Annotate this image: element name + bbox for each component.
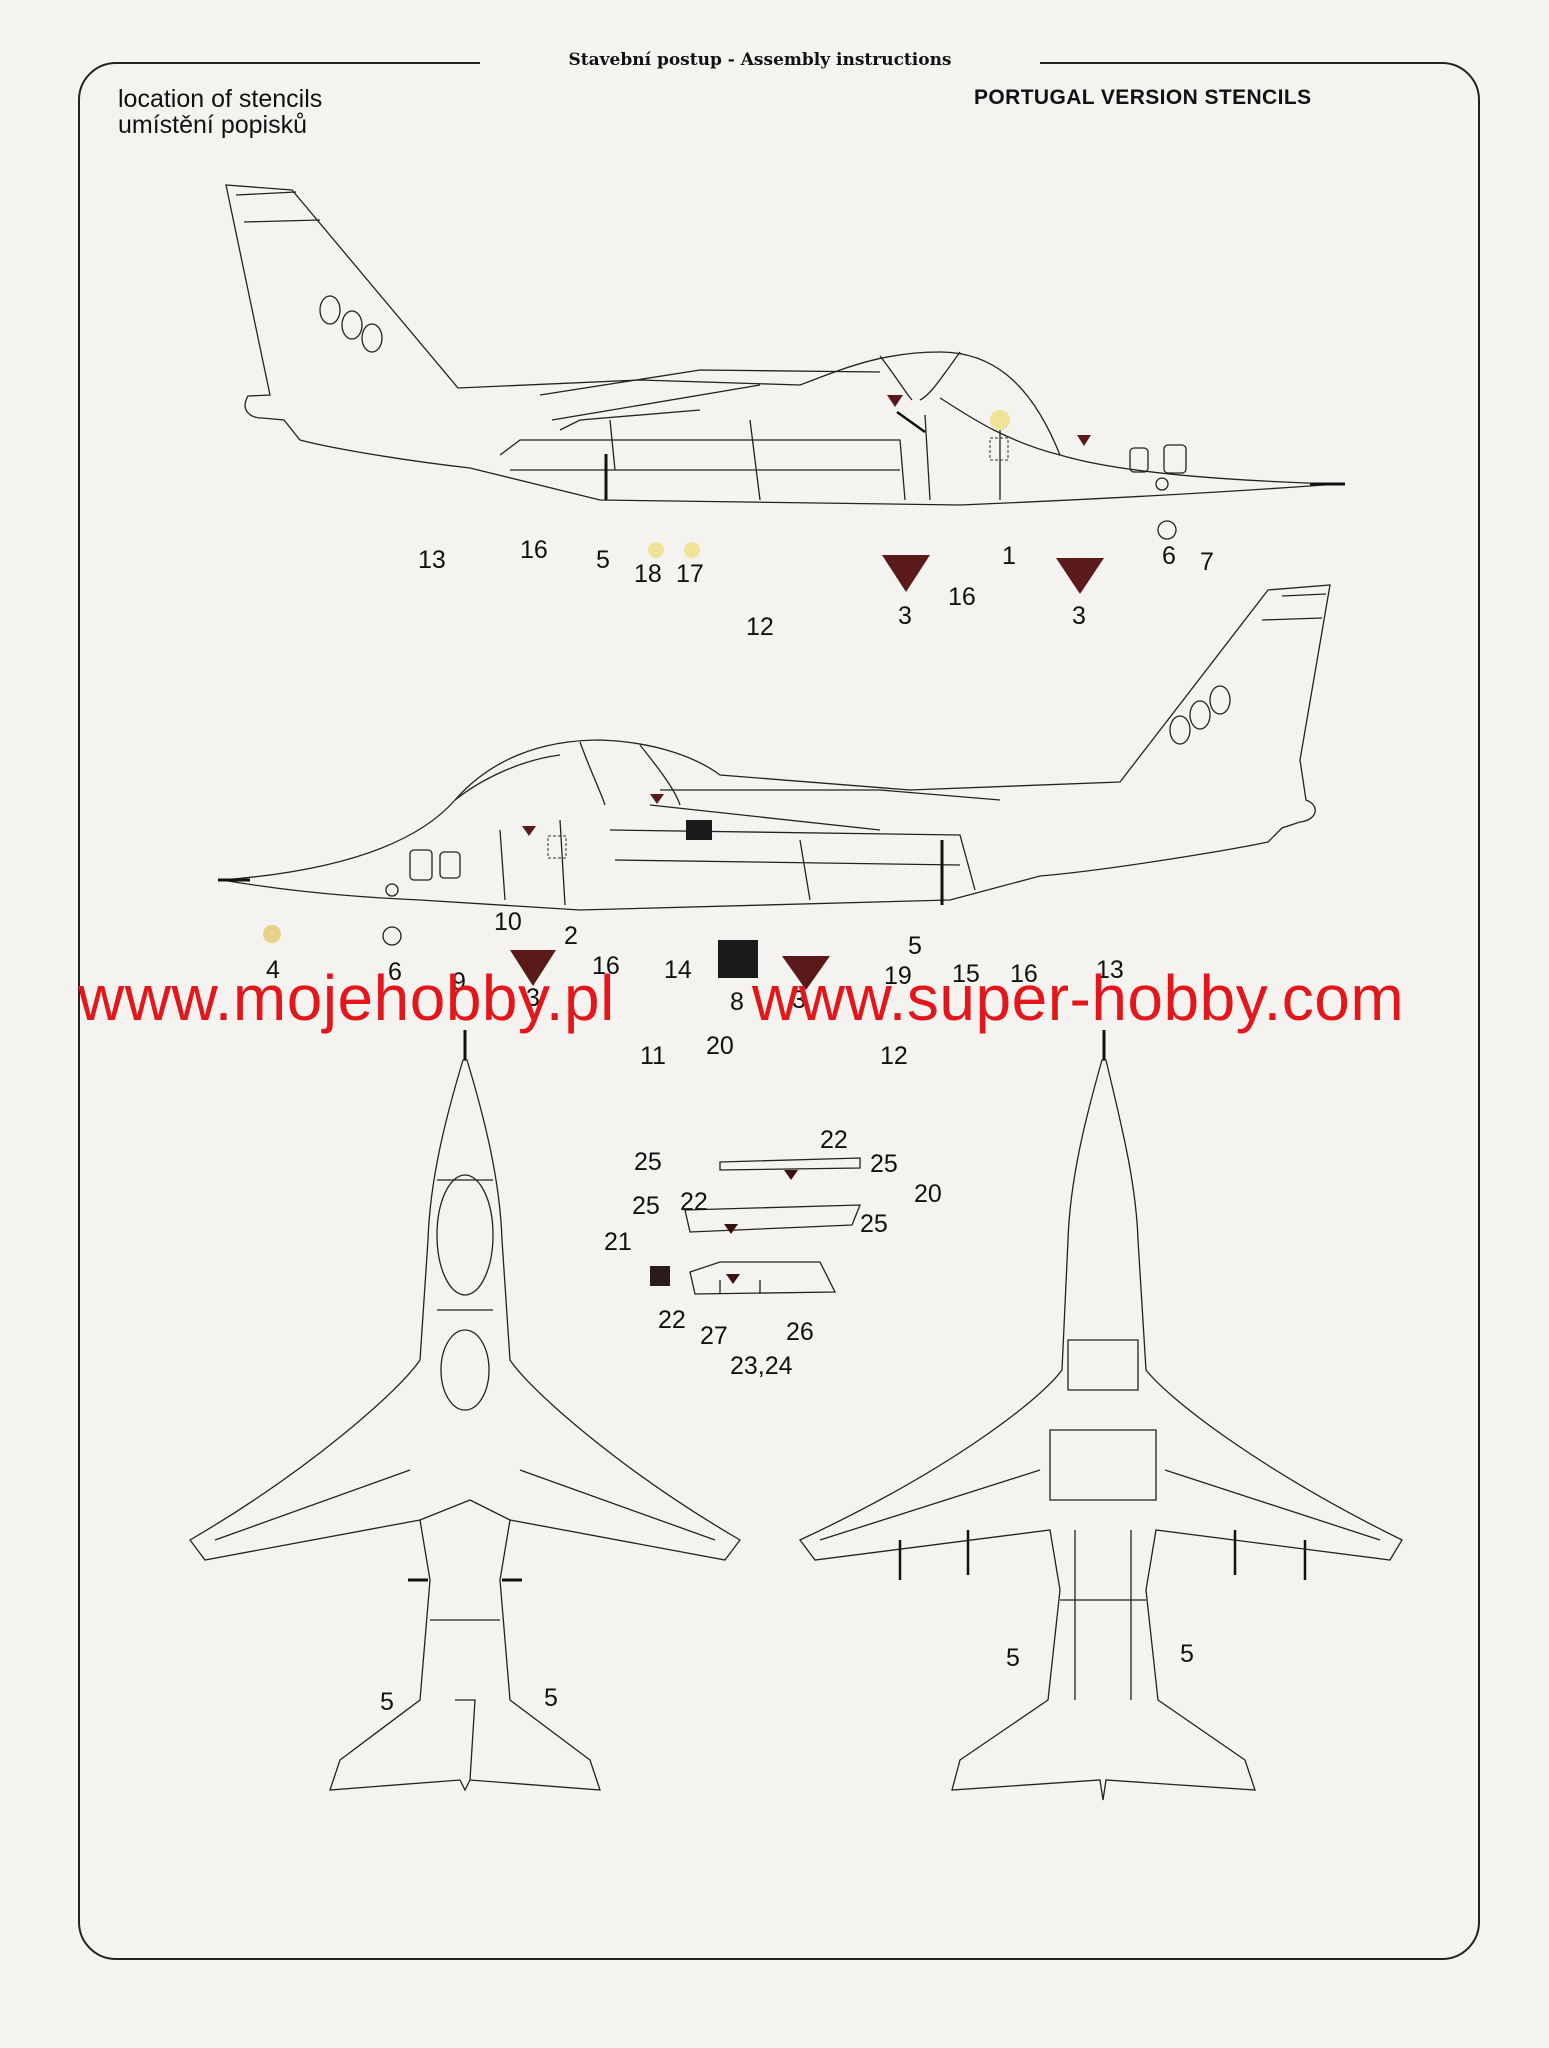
top-view	[189, 1059, 741, 1792]
stencil-markers	[263, 395, 1104, 1286]
side-view-right	[225, 184, 1339, 540]
canopy-label: 23,24	[730, 1352, 793, 1380]
canopy-label: 25	[632, 1192, 660, 1220]
top-view-label: 5	[380, 1688, 394, 1716]
side2-label: 12	[880, 1042, 908, 1070]
side2-label: 5	[908, 932, 922, 960]
side2-label: 9	[452, 968, 466, 996]
location-caption-en: location of stencils	[118, 85, 323, 113]
side1-label: 5	[596, 546, 610, 574]
canopy-label: 22	[658, 1306, 686, 1334]
side2-label: 2	[564, 922, 578, 950]
side2-label: 16	[1010, 960, 1038, 988]
bottom-view-label: 5	[1006, 1644, 1020, 1672]
canopy-label: 26	[786, 1318, 814, 1346]
side1-label: 1	[1002, 542, 1016, 570]
side1-label: 13	[418, 546, 446, 574]
side2-label: 10	[494, 908, 522, 936]
side1-label: 3	[1072, 602, 1086, 630]
bottom-view-label: 5	[1180, 1640, 1194, 1668]
side2-label: 19	[884, 962, 912, 990]
side2-label: 16	[592, 952, 620, 980]
canopy-label: 27	[700, 1322, 728, 1350]
canopy-label: 25	[870, 1150, 898, 1178]
canopy-label: 25	[634, 1148, 662, 1176]
side2-label: 15	[952, 960, 980, 988]
side-view-left	[221, 584, 1331, 946]
canopy-details	[684, 1157, 861, 1295]
location-caption: location of stencils umístění popisků	[118, 86, 322, 138]
side1-label: 17	[676, 560, 704, 588]
watermark-superhobby: www.super-hobby.com	[752, 962, 1405, 1034]
watermark-mojehobby: www.mojehobby.pl	[78, 962, 615, 1034]
side2-label: 20	[706, 1032, 734, 1060]
side1-label: 7	[1200, 548, 1214, 576]
canopy-label: 22	[680, 1188, 708, 1216]
side1-label: 18	[634, 560, 662, 588]
page-header: Stavební postup - Assembly instructions	[568, 50, 952, 70]
side1-label: 16	[520, 536, 548, 564]
side2-label: 4	[266, 956, 280, 984]
side1-label: 16	[948, 583, 976, 611]
header-gap	[480, 50, 1040, 74]
bottom-view	[798, 1059, 1403, 1801]
side2-label: 6	[388, 958, 402, 986]
side2-label: 3	[526, 984, 540, 1012]
side1-label: 3	[898, 602, 912, 630]
side1-label: 12	[746, 613, 774, 641]
canopy-label: 21	[604, 1228, 632, 1256]
canopy-label: 25	[860, 1210, 888, 1238]
canopy-label: 20	[914, 1180, 942, 1208]
location-caption-cz: umístění popisků	[118, 111, 307, 139]
side2-label: 8	[730, 988, 744, 1016]
side2-label: 14	[664, 956, 692, 984]
version-title: PORTUGAL VERSION STENCILS	[974, 86, 1312, 109]
side2-label: 3	[792, 986, 806, 1014]
side2-label: 11	[640, 1042, 666, 1070]
canopy-label: 22	[820, 1126, 848, 1154]
side1-label: 6	[1162, 542, 1176, 570]
top-view-label: 5	[544, 1684, 558, 1712]
side2-label: 13	[1096, 956, 1124, 984]
